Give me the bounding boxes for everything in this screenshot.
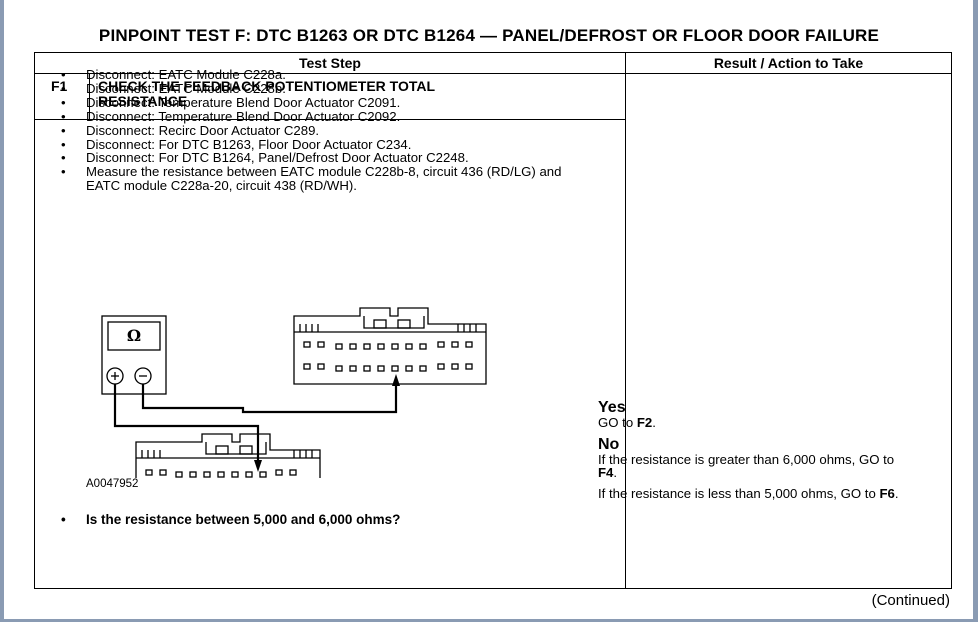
c228b-pins — [145, 469, 297, 478]
instruction-item: Disconnect: For DTC B1263, Floor Door Ac… — [58, 137, 578, 152]
instruction-item: Disconnect: EATC Module C228b. — [58, 82, 578, 96]
c228a-pin-row-bottom — [303, 363, 473, 372]
connector-c228b-icon — [135, 433, 321, 478]
test-leads — [113, 384, 398, 462]
instruction-item: Disconnect: EATC Module C228a. — [58, 68, 578, 82]
result-no-text-2: If the resistance is less than 5,000 ohm… — [598, 486, 899, 501]
instruction-item: Disconnect: Temperature Blend Door Actua… — [58, 109, 578, 124]
instruction-item: Measure the resistance between EATC modu… — [58, 165, 578, 193]
ohm-symbol: Ω — [127, 326, 141, 345]
connector-c228a-icon — [293, 307, 487, 385]
window-frame-right — [973, 0, 978, 622]
result-yes-label: Yes — [598, 399, 626, 416]
column-divider — [625, 53, 626, 588]
test-question: Is the resistance between 5,000 and 6,00… — [58, 512, 400, 527]
c228a-pin-row-top — [303, 341, 473, 350]
header-test-step: Test Step — [299, 55, 361, 71]
instruction-item: Disconnect: For DTC B1264, Panel/Defrost… — [58, 151, 578, 165]
result-no-text-1: If the resistance is greater than 6,000 … — [598, 452, 895, 480]
result-action: Yes GO to F2. No If the resistance is gr… — [598, 399, 913, 501]
result-no-label: No — [598, 436, 620, 453]
link-f2[interactable]: F2 — [636, 415, 653, 430]
figure-id: A0047952 — [86, 478, 139, 490]
result-yes-text: GO to F2. — [598, 415, 656, 430]
page-title: PINPOINT TEST F: DTC B1263 OR DTC B1264 … — [98, 26, 880, 45]
link-f4[interactable]: F4 — [598, 465, 614, 480]
multimeter-icon — [101, 315, 167, 395]
probe-arrows — [254, 374, 400, 472]
instruction-list: Disconnect: EATC Module C228a. Disconnec… — [58, 68, 578, 193]
window-frame-bottom — [0, 619, 978, 622]
header-result-action: Result / Action to Take — [713, 55, 864, 71]
window-frame-left — [0, 0, 4, 622]
instruction-item: Disconnect: Recirc Door Actuator C289. — [58, 123, 578, 138]
continued-label: (Continued) — [871, 592, 950, 609]
instruction-item: Disconnect: Temperature Blend Door Actua… — [58, 95, 578, 110]
link-f6[interactable]: F6 — [879, 486, 895, 501]
multimeter-connector-diagram: Ω — [101, 307, 487, 478]
